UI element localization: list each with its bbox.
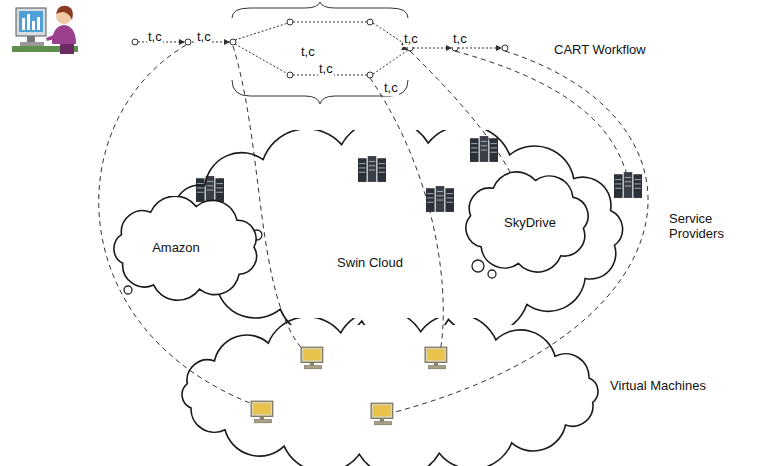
- cloud-label: SkyDrive: [504, 215, 556, 230]
- label-holder: t,c: [300, 42, 316, 60]
- label-holder: t,c: [383, 78, 399, 96]
- group-label: Service Providers: [668, 212, 740, 242]
- edge-annotation: t,c: [147, 30, 163, 45]
- cloud-label: Virtual Machines: [610, 378, 706, 393]
- edge-annotation: t,c: [403, 32, 419, 47]
- cloud-shape: [114, 196, 257, 300]
- edge-annotation: t,c: [452, 32, 468, 47]
- brace: [232, 2, 408, 104]
- label-holder: CART Workflow: [553, 40, 647, 58]
- cloud-label: Amazon: [152, 240, 200, 255]
- label-holder: t,c: [318, 59, 334, 77]
- label-holder: t,c: [403, 29, 419, 47]
- cloud-shape: [182, 318, 598, 466]
- cloud-region: Virtual Machines: [170, 318, 730, 466]
- diagram-title: CART Workflow: [553, 43, 647, 58]
- cloud-region: Amazon: [108, 196, 264, 302]
- label-holder: t,c: [196, 27, 212, 45]
- edge-annotation: t,c: [300, 45, 316, 60]
- server-icon: [196, 136, 642, 212]
- edge-annotation: t,c: [318, 62, 334, 77]
- cloud-label: Swin Cloud: [337, 255, 403, 270]
- edge-annotation: t,c: [196, 30, 212, 45]
- vm-icon: [251, 347, 447, 425]
- workflow-node: [132, 19, 508, 78]
- label-holder: t,c: [452, 29, 468, 47]
- dashed-link: [99, 45, 648, 412]
- edge-annotation: t,c: [383, 81, 399, 96]
- user-icon: [12, 6, 78, 54]
- label-holder: t,c: [147, 27, 163, 45]
- cloud-region: SkyDrive: [460, 170, 592, 274]
- label-holder: Service Providers: [668, 212, 740, 242]
- cloud-shape: [466, 172, 588, 272]
